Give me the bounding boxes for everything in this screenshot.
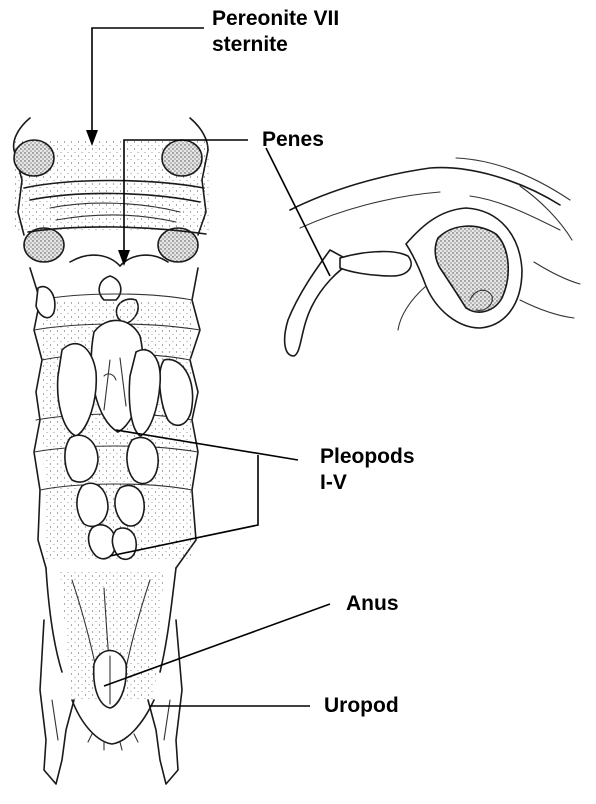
coxa-mid-left xyxy=(24,228,64,262)
label-pereonite: Pereonite VII sternite xyxy=(212,6,339,58)
label-uropod: Uropod xyxy=(324,693,399,719)
coxa-top-left xyxy=(14,140,54,176)
label-pereonite-line1: Pereonite VII xyxy=(212,6,339,32)
leader-pereonite xyxy=(92,28,204,138)
label-pereonite-line2: sternite xyxy=(212,32,339,58)
penes-detail-inset xyxy=(285,158,580,356)
leader-penes-detail xyxy=(266,148,330,276)
label-pleopods-line1: Pleopods xyxy=(320,444,415,470)
coxa-mid-right xyxy=(158,228,198,262)
label-pleopods: Pleopods I-V xyxy=(320,444,415,496)
penis-detail-stippled xyxy=(435,226,508,312)
label-pleopods-line2: I-V xyxy=(320,470,415,496)
label-penes: Penes xyxy=(262,127,324,153)
penis-left xyxy=(99,276,121,300)
coxa-top-right xyxy=(162,140,202,176)
body-ventral-view xyxy=(14,118,210,784)
label-anus: Anus xyxy=(346,591,399,617)
